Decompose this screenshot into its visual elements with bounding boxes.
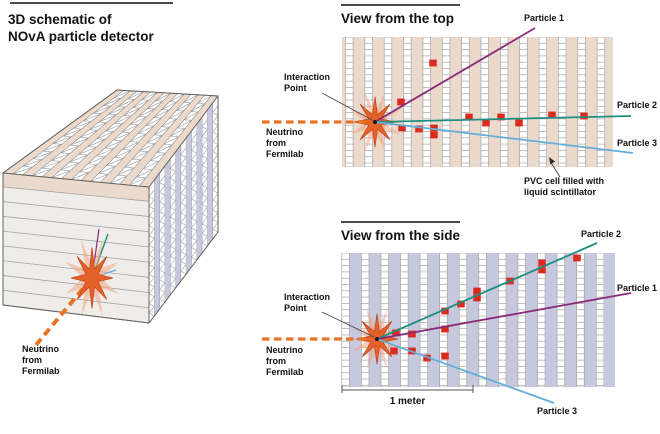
hit-cell (390, 347, 398, 355)
left-interaction-starburst (65, 239, 119, 317)
hit-cell (430, 124, 438, 132)
top-view-tracks (262, 27, 634, 154)
hit-cell (429, 59, 437, 67)
hit-cell (515, 119, 523, 127)
detector-3d (1, 89, 219, 347)
top-interaction-point-label: Interaction Point (284, 72, 331, 93)
scale-bar-label: 1 meter (389, 396, 426, 407)
left-neutrino-label: Neutrino from Fermilab (22, 344, 60, 376)
side-view-particle-label-3: Particle 3 (537, 406, 578, 416)
main-title: 3D schematic of NOvA particle detector (8, 12, 154, 45)
side-view-tracks (262, 242, 632, 404)
top-neutrino-label: Neutrino from Fermilab (266, 127, 304, 159)
hit-cell (441, 325, 449, 333)
hit-cell (465, 113, 473, 121)
hit-cell (482, 119, 490, 127)
hit-cell (473, 294, 481, 302)
hit-cell (580, 112, 588, 120)
pvc-cell-label: PVC cell filled with liquid scintillator (524, 176, 605, 197)
hit-cell (408, 330, 416, 338)
side-interaction-point-label: Interaction Point (284, 292, 331, 313)
hit-cell (457, 300, 465, 308)
scale-bar (341, 385, 474, 393)
hit-cell (538, 266, 546, 274)
pvc-arrow (549, 157, 561, 178)
top-view-particle-label-2: Particle 2 (617, 100, 658, 110)
side-view-particle-label-2: Particle 1 (617, 283, 658, 293)
hit-cell (573, 254, 581, 262)
hit-cell (473, 287, 481, 295)
hit-cell (398, 124, 406, 132)
hit-cell (441, 352, 449, 360)
hit-cell (538, 259, 546, 267)
hit-cell (430, 131, 438, 139)
side-view-particle-label-1: Particle 2 (581, 229, 622, 239)
top-view-title: View from the top (341, 11, 455, 26)
top-view-particle-label-1: Particle 1 (524, 13, 565, 23)
hit-cell (497, 113, 505, 121)
side-view-title: View from the side (341, 228, 461, 243)
hit-cell (392, 329, 400, 337)
top-view-particle-label-3: Particle 3 (617, 138, 658, 148)
hit-cell (415, 125, 423, 133)
hit-cell (548, 111, 556, 119)
hit-cell (397, 98, 405, 106)
hit-cell (441, 307, 449, 315)
side-neutrino-label: Neutrino from Fermilab (266, 345, 304, 377)
